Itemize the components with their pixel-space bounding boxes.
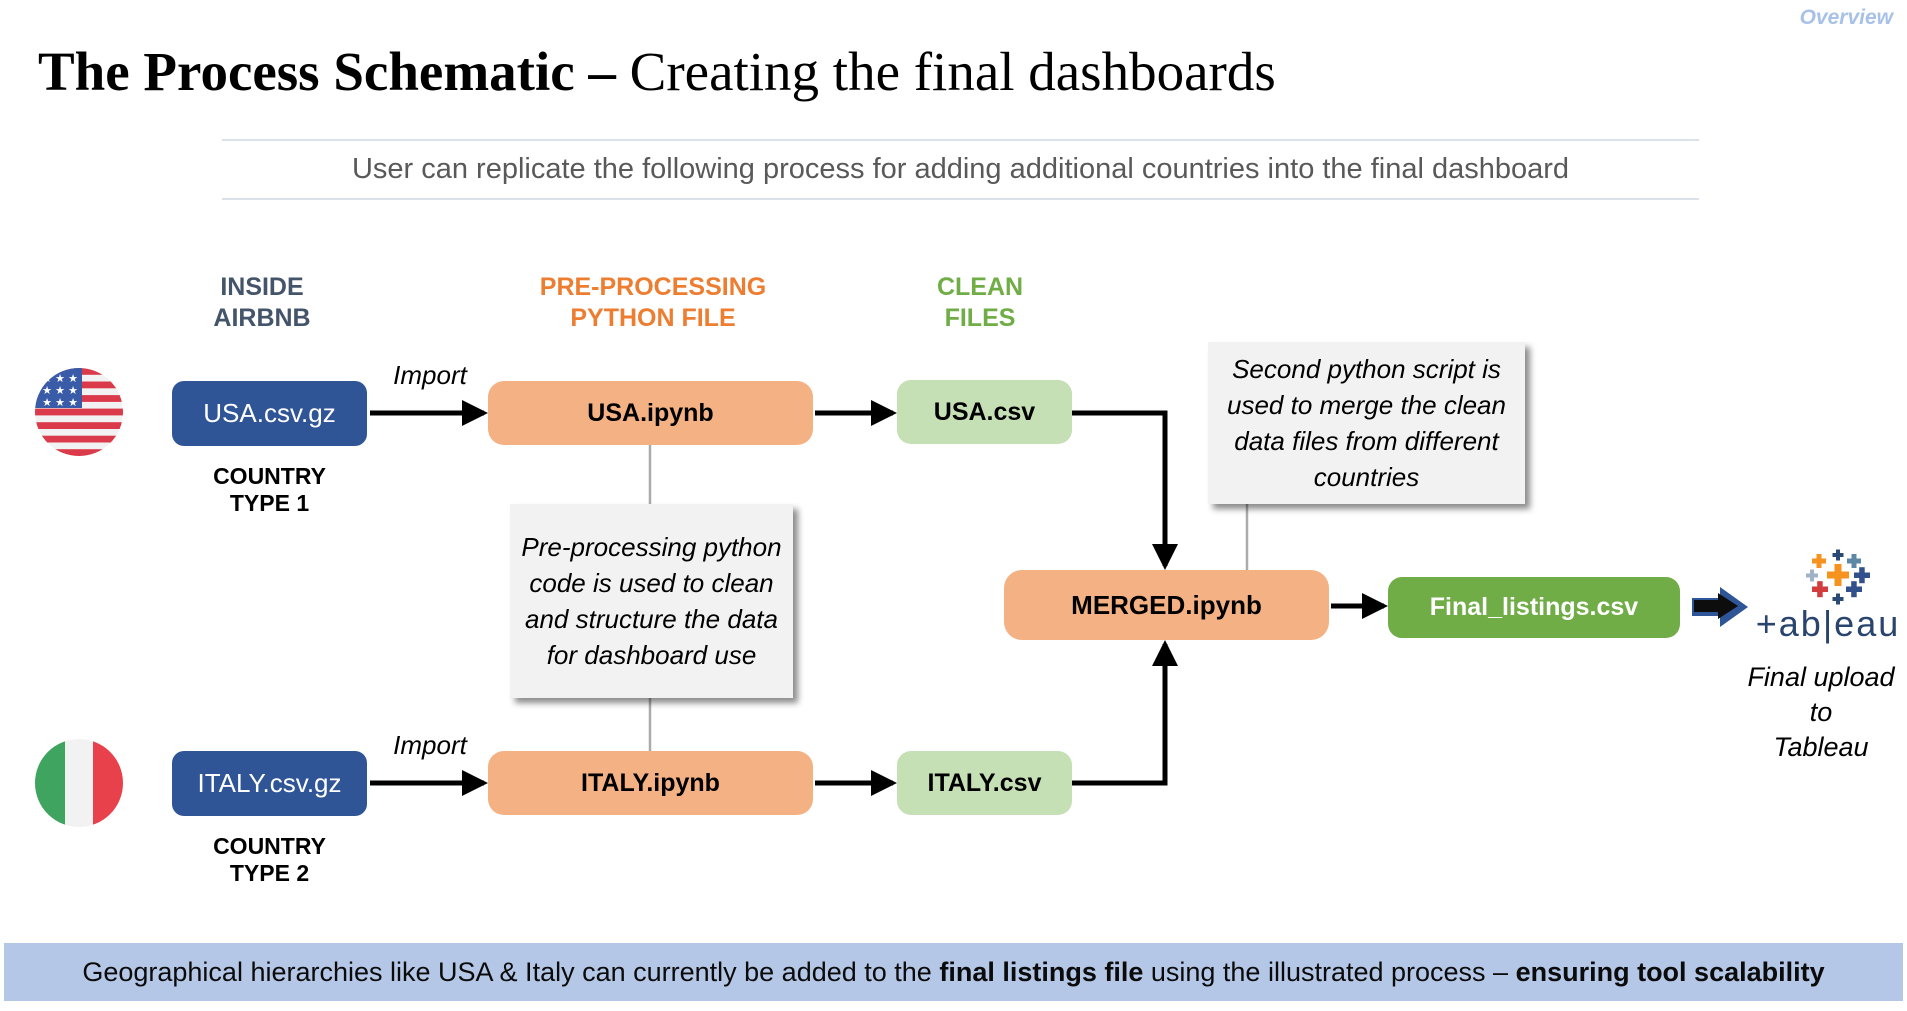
country-type-1-label: COUNTRY TYPE 1	[172, 463, 367, 517]
tableau-caption: Final upload to Tableau	[1740, 660, 1902, 765]
node-italy-clean-file: ITALY.csv	[897, 751, 1072, 815]
footer-text: using the illustrated process –	[1143, 956, 1516, 987]
svg-text:★: ★	[55, 385, 65, 397]
node-final-listings: Final_listings.csv	[1388, 577, 1680, 638]
column-header-line: PRE-PROCESSING	[539, 273, 767, 301]
country-label-line: TYPE 2	[229, 860, 310, 886]
node-italy-notebook: ITALY.ipynb	[488, 751, 813, 815]
svg-text:★: ★	[42, 397, 52, 409]
node-usa-clean-file: USA.csv	[897, 380, 1072, 444]
import-label-italy: Import	[393, 730, 467, 760]
column-header-line: FILES	[944, 304, 1016, 332]
italy-flag-icon	[35, 739, 123, 827]
node-usa-notebook: USA.ipynb	[488, 381, 813, 445]
column-header-line: AIRBNB	[213, 304, 311, 332]
column-header-line: INSIDE	[220, 273, 304, 301]
country-label-line: TYPE 1	[229, 490, 310, 516]
svg-text:★: ★	[68, 373, 78, 385]
page-title: The Process Schematic – Creating the fin…	[38, 40, 1276, 103]
overview-label: Overview	[1799, 6, 1893, 29]
footer-banner: Geographical hierarchies like USA & Ital…	[4, 943, 1903, 1001]
page-title-regular: Creating the final dashboards	[615, 41, 1276, 102]
svg-text:★: ★	[42, 385, 52, 397]
svg-text:★: ★	[55, 373, 65, 385]
tableau-caption-line: Final upload	[1747, 662, 1895, 692]
country-type-2-label: COUNTRY TYPE 2	[172, 833, 367, 887]
tableau-caption-line: to	[1809, 697, 1833, 727]
node-merged-notebook: MERGED.ipynb	[1004, 570, 1329, 640]
tableau-caption-line: Tableau	[1773, 732, 1869, 762]
tableau-logo-icon	[1806, 549, 1870, 605]
usa-flag-icon: ★★★ ★★★ ★★★	[35, 368, 123, 456]
svg-text:★: ★	[42, 373, 52, 385]
note-merge-script: Second python script is used to merge th…	[1208, 342, 1525, 504]
note-preprocessing: Pre-processing python code is used to cl…	[510, 504, 793, 698]
country-label-line: COUNTRY	[213, 833, 326, 859]
svg-text:★: ★	[68, 385, 78, 397]
svg-text:★: ★	[55, 397, 65, 409]
tableau-wordmark: +ab|eau	[1755, 603, 1901, 644]
svg-text:★: ★	[68, 397, 78, 409]
country-label-line: COUNTRY	[213, 463, 326, 489]
page-title-bold: The Process Schematic –	[38, 41, 616, 102]
node-usa-source-file: USA.csv.gz	[172, 381, 367, 446]
column-header-line: PYTHON FILE	[570, 304, 736, 332]
footer-text-bold: final listings file	[939, 956, 1144, 987]
upload-arrow-icon	[1692, 587, 1748, 627]
column-header-line: CLEAN	[936, 273, 1024, 301]
column-header-inside-airbnb: INSIDE AIRBNB	[162, 272, 362, 334]
node-italy-source-file: ITALY.csv.gz	[172, 751, 367, 816]
footer-text-bold: ensuring tool scalability	[1515, 956, 1825, 987]
column-header-preprocessing: PRE-PROCESSING PYTHON FILE	[488, 272, 818, 334]
subtitle: User can replicate the following process…	[222, 139, 1699, 200]
import-label-usa: Import	[393, 360, 467, 390]
footer-text: Geographical hierarchies like USA & Ital…	[82, 956, 940, 987]
column-header-clean-files: CLEAN FILES	[880, 272, 1080, 334]
